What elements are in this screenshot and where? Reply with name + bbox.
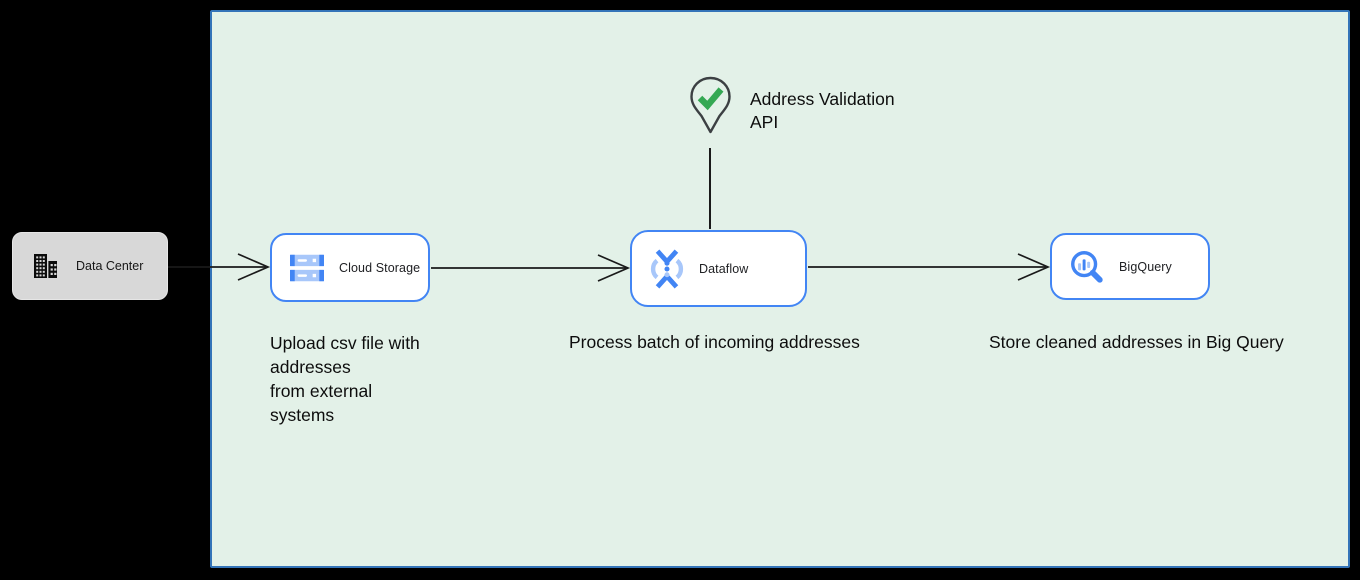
node-cloud-storage[interactable]: Cloud Storage: [270, 233, 430, 302]
node-dataflow[interactable]: Dataflow: [630, 230, 807, 307]
caption-cloud-storage-line3: from external: [270, 381, 373, 401]
node-bigquery-label: BigQuery: [1119, 259, 1172, 274]
caption-cloud-storage-line2: addresses: [270, 357, 351, 377]
map-pin-check-icon: [688, 76, 733, 136]
annotation-api-label-line2: API: [750, 112, 779, 132]
node-data-center[interactable]: Data Center: [12, 232, 168, 300]
annotation-api-label-line1: Address Validation: [750, 89, 895, 109]
caption-dataflow: Process batch of incoming addresses: [569, 332, 860, 352]
bigquery-icon: [1068, 248, 1106, 286]
node-dataflow-label: Dataflow: [699, 261, 749, 276]
cloud-storage-icon: [288, 251, 326, 285]
annotation-api-label: Address Validation API: [750, 88, 895, 134]
caption-cloud-storage-line1: Upload csv file with: [270, 333, 420, 353]
building-icon: [30, 251, 60, 281]
dataflow-icon: [648, 248, 686, 290]
node-data-center-label: Data Center: [76, 259, 144, 273]
caption-bigquery: Store cleaned addresses in Big Query: [989, 332, 1284, 352]
caption-cloud-storage: Upload csv file with addresses from exte…: [270, 331, 420, 427]
caption-cloud-storage-line4: systems: [270, 405, 335, 425]
node-bigquery[interactable]: BigQuery: [1050, 233, 1210, 300]
node-cloud-storage-label: Cloud Storage: [339, 260, 421, 275]
